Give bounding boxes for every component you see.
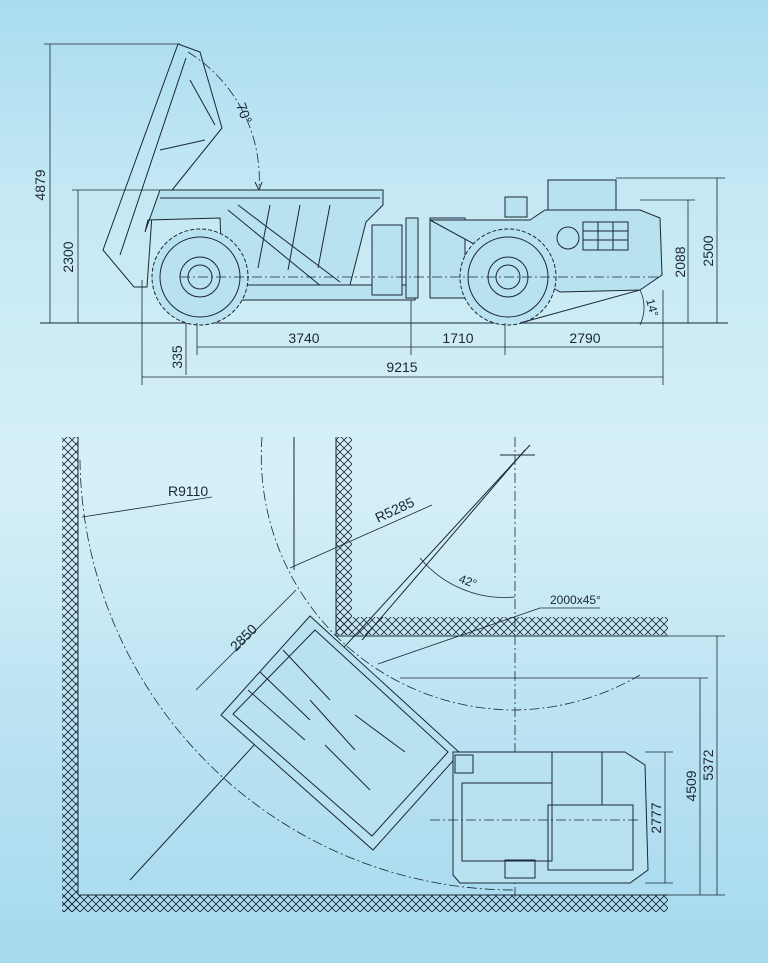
box-width-label: 2850 — [227, 621, 260, 654]
radiator-grille — [582, 221, 629, 251]
plan-dump-box — [220, 615, 461, 851]
fuel-cap — [556, 226, 580, 250]
dim-rear-overhang: 3740 — [288, 330, 319, 346]
dim-overall-length: 9215 — [386, 359, 417, 375]
air-filter — [504, 196, 528, 218]
articulation-angle-label: 42° — [457, 572, 479, 591]
dim-raised-height: 4879 — [32, 169, 48, 200]
vehicle-width-label: 2777 — [648, 802, 664, 833]
plan-dimensions — [400, 635, 725, 896]
dim-front-overhang: 2790 — [569, 330, 600, 346]
side-view: 4879 2300 2088 2500 335 3740 1710 2790 9… — [32, 43, 728, 385]
inner-radius-label: R5285 — [373, 494, 417, 526]
dump-body — [144, 189, 384, 293]
drift-width-outer-label: 5372 — [700, 749, 716, 780]
plan-front-unit — [452, 751, 649, 884]
departure-angle-label: 14° — [643, 297, 661, 318]
dim-overall-height: 2500 — [700, 235, 716, 266]
raised-dump-body — [102, 43, 263, 288]
dim-cab-height: 2088 — [672, 246, 688, 277]
dump-angle-label: 70° — [233, 101, 255, 126]
departure-angle-line — [519, 289, 641, 324]
dim-articulation-front-axle: 1710 — [442, 330, 473, 346]
outer-radius-label: R9110 — [168, 483, 208, 499]
dim-ground-clearance: 335 — [169, 345, 185, 369]
chamfer-label: 2000x45° — [550, 593, 601, 607]
dim-box-height: 2300 — [60, 241, 76, 272]
outer-turn-arc — [79, 459, 516, 891]
plan-view: R9110 R5285 42° 2000x45° 2850 5372 4509 … — [62, 436, 725, 912]
hitch — [371, 224, 403, 296]
drift-walls — [62, 437, 668, 912]
cab — [547, 179, 617, 211]
articulation-joint — [405, 217, 419, 299]
side-dimensions — [44, 43, 725, 385]
drift-width-inner-label: 4509 — [683, 770, 699, 801]
